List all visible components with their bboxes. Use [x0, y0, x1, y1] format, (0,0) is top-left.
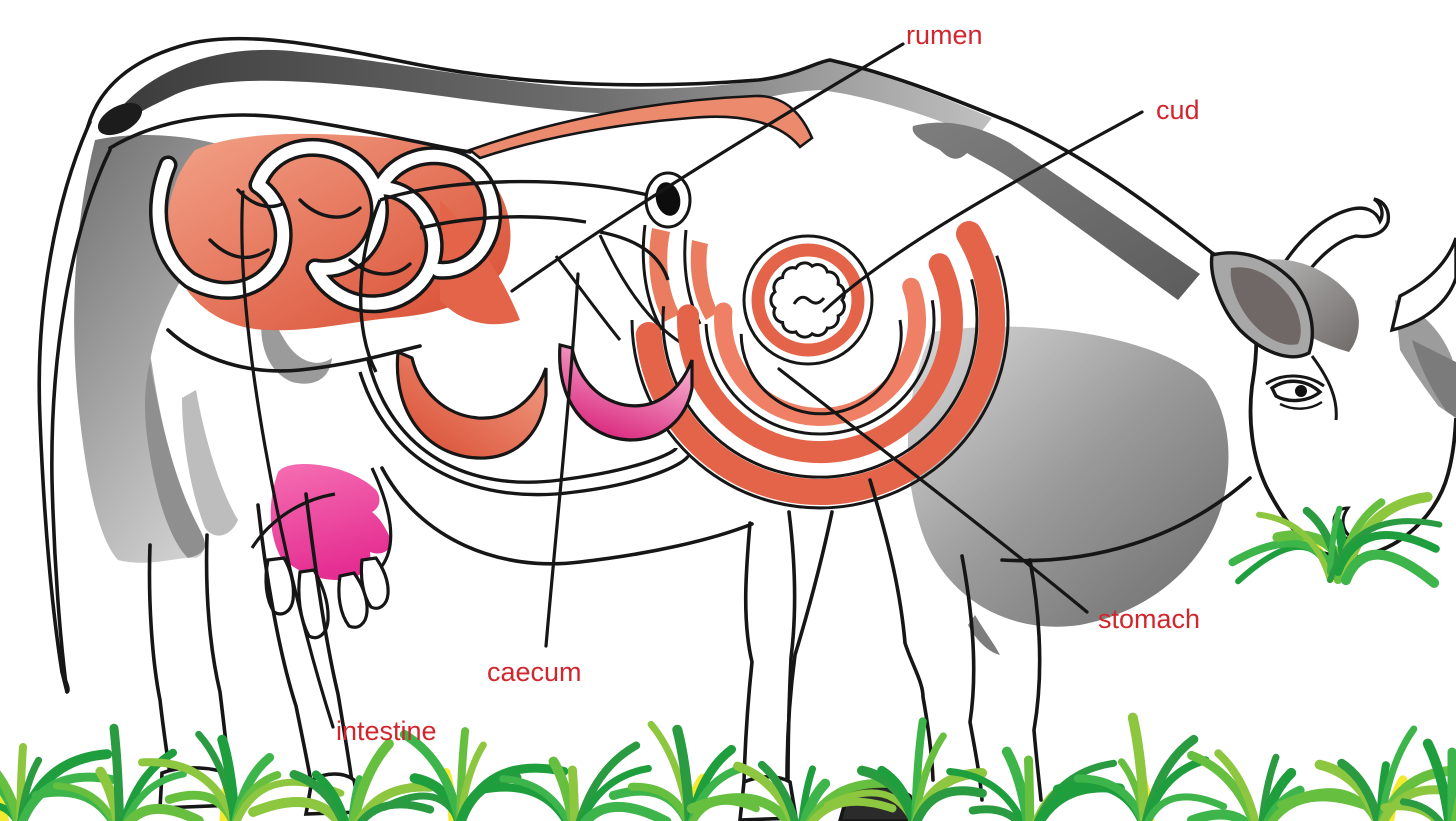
- label-cud: cud: [1156, 95, 1200, 125]
- label-stomach: stomach: [1098, 604, 1201, 634]
- rumen-pouches: [395, 342, 694, 460]
- intestine-organ: [149, 133, 520, 331]
- udder: [250, 464, 393, 640]
- label-rumen: rumen: [906, 20, 983, 50]
- cow-coat-patches: [74, 49, 1229, 655]
- leader-line-cud: [822, 110, 1144, 313]
- ventral-sac: [395, 349, 548, 460]
- horn: [1389, 237, 1456, 333]
- teat: [359, 556, 390, 610]
- grass: [0, 712, 1456, 821]
- eye: [1265, 374, 1325, 410]
- leader-line-intestine: [240, 190, 335, 729]
- label-caecum: caecum: [487, 657, 582, 687]
- grass-in-mouth: [1228, 492, 1443, 588]
- leader-line-caecum: [544, 272, 580, 648]
- caecum-pouch: [558, 342, 694, 442]
- cow-head: [1209, 197, 1456, 563]
- leader-line-rumen: [510, 42, 905, 293]
- leader-line-stomach: [777, 367, 1089, 614]
- label-intestine: intestine: [336, 716, 437, 746]
- rumen-organ: [358, 179, 690, 497]
- leader-lines: [240, 42, 1144, 729]
